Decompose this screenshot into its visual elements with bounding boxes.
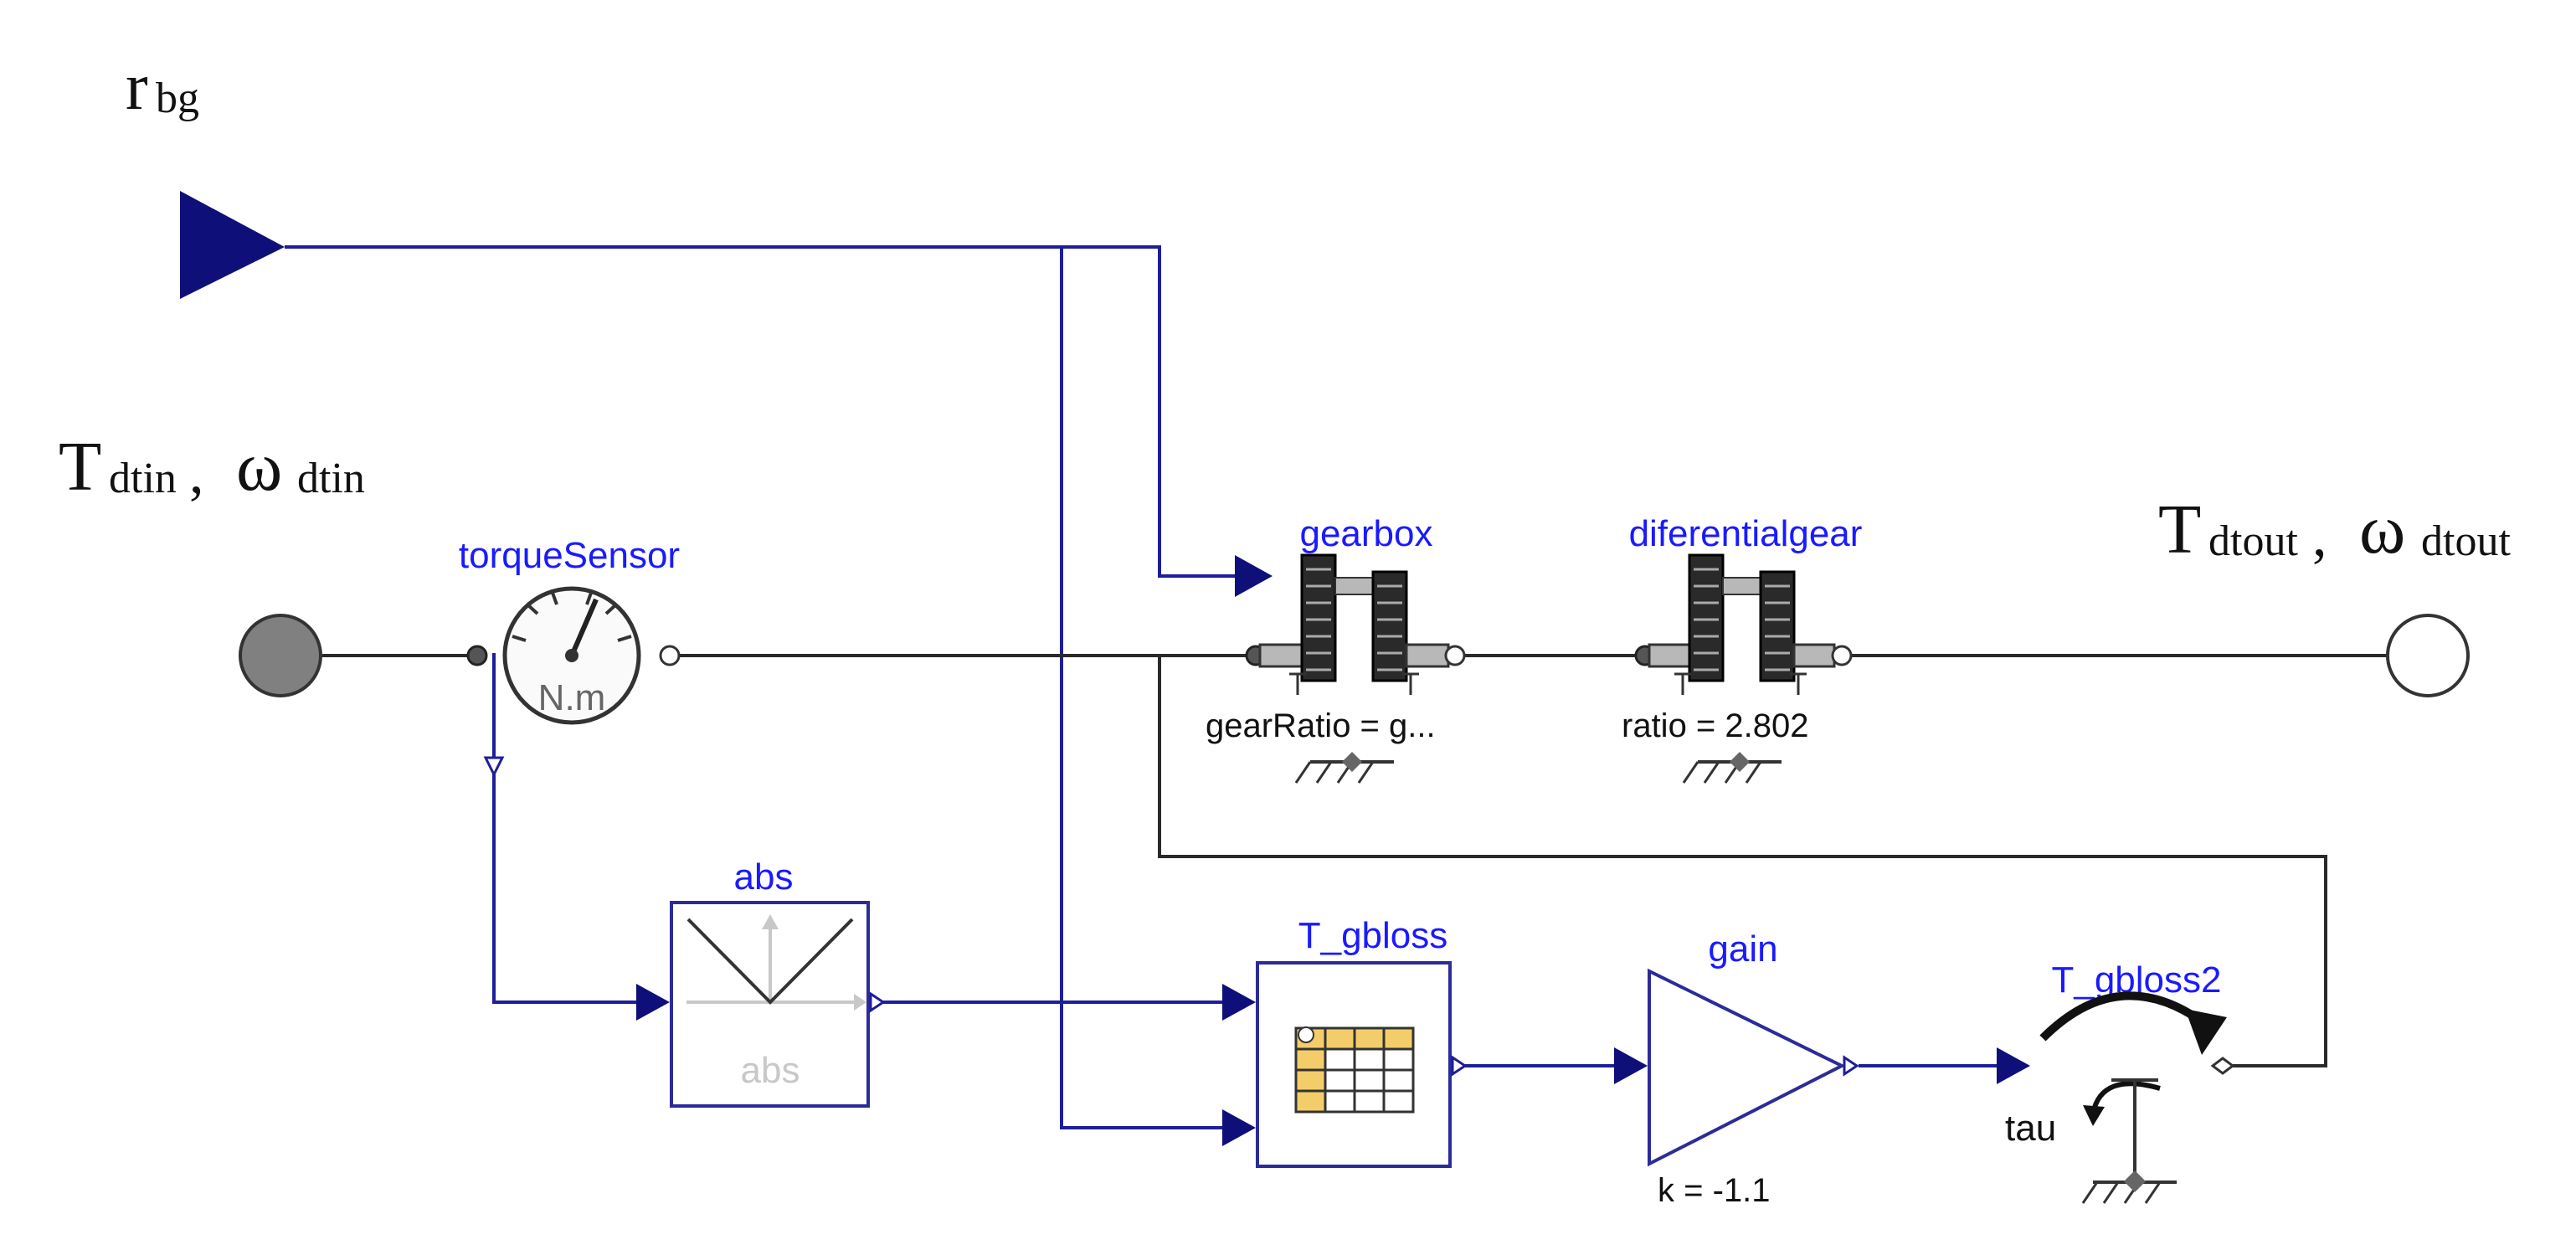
output-omega-main: ω bbox=[2359, 491, 2405, 568]
torque-reaction-arrowhead bbox=[2083, 1105, 2105, 1126]
abs-label: abs bbox=[734, 856, 794, 898]
input-omega-main: ω bbox=[236, 428, 282, 506]
sensor-left-port[interactable] bbox=[466, 645, 488, 666]
signal-wires bbox=[285, 245, 1997, 1129]
gain-label: gain bbox=[1708, 928, 1777, 970]
abs-y-axis-arrow bbox=[762, 914, 779, 929]
output-separator: , bbox=[2312, 504, 2327, 568]
output-torque-sub: dtout bbox=[2208, 517, 2298, 565]
rbg-label: r bg bbox=[126, 50, 199, 124]
differential-gear-block[interactable]: diferentialgear ratio = 2.802 bbox=[1622, 513, 1863, 784]
differential-left-teeth bbox=[1694, 568, 1719, 671]
differential-right-port[interactable] bbox=[1831, 645, 1853, 666]
sensor-right-port[interactable] bbox=[659, 645, 681, 666]
gearbox-ratio-input-arrow[interactable] bbox=[1235, 555, 1273, 597]
gearbox-bearing-icons bbox=[1289, 672, 1419, 695]
gearbox-mid-shaft bbox=[1334, 577, 1374, 595]
gauge-unit: N.m bbox=[538, 677, 606, 718]
input-label: T dtin , ω dtin bbox=[59, 428, 365, 506]
differential-gear-right-icon bbox=[1759, 570, 1796, 682]
gauge-hub bbox=[565, 649, 578, 662]
differential-left-shaft bbox=[1648, 643, 1691, 668]
gain-input-arrow[interactable] bbox=[1614, 1047, 1648, 1084]
gearbox-block[interactable]: gearbox gearRatio = g... bbox=[1206, 513, 1466, 784]
input-omega-sub: dtin bbox=[297, 455, 365, 502]
torque-sensor-label: torqueSensor bbox=[459, 535, 680, 576]
abs-inner-text: abs bbox=[741, 1050, 800, 1091]
sensor-to-abs-wire[interactable] bbox=[492, 653, 636, 1004]
gain-param: k = -1.1 bbox=[1658, 1172, 1771, 1209]
output-label: T dtout , ω dtout bbox=[2158, 491, 2511, 568]
gearbox-left-shaft bbox=[1258, 643, 1303, 668]
input-flange-icon[interactable] bbox=[239, 614, 322, 697]
torque-feedback-shaft[interactable] bbox=[1158, 656, 2327, 1067]
gear-right-icon bbox=[1371, 570, 1408, 682]
gearbox-label: gearbox bbox=[1299, 513, 1432, 554]
torque-sensor[interactable]: torqueSensor N.m bbox=[459, 535, 681, 778]
input-separator: , bbox=[189, 441, 204, 506]
differential-param: ratio = 2.802 bbox=[1622, 707, 1809, 744]
gauge-needle bbox=[569, 598, 599, 657]
gearbox-right-port[interactable] bbox=[1444, 645, 1466, 666]
output-torque-main: T bbox=[2158, 491, 2201, 568]
sensor-output-port[interactable] bbox=[483, 756, 505, 778]
table-output-port[interactable] bbox=[1451, 1055, 1468, 1077]
torque-flange-port[interactable] bbox=[2210, 1057, 2235, 1075]
gear-right-teeth bbox=[1377, 584, 1402, 671]
table-input1-arrow[interactable] bbox=[1222, 984, 1256, 1021]
rbg-input-arrow[interactable] bbox=[180, 191, 285, 299]
table-grid-icon bbox=[1294, 1026, 1415, 1114]
input-torque-sub: dtin bbox=[109, 455, 177, 502]
abs-output-port[interactable] bbox=[869, 991, 886, 1013]
gear-left-teeth bbox=[1306, 568, 1331, 671]
rbg-sub: bg bbox=[156, 75, 199, 122]
torque-source-block[interactable]: T_gbloss2 tau bbox=[1997, 959, 2235, 1204]
input-torque-main: T bbox=[59, 428, 101, 506]
torque-arc-arrowhead bbox=[2185, 1009, 2227, 1055]
gearbox-param: gearRatio = g... bbox=[1206, 707, 1436, 744]
abs-input-arrow[interactable] bbox=[636, 984, 670, 1021]
abs-block[interactable]: abs abs bbox=[636, 856, 886, 1108]
gain-triangle-icon bbox=[1648, 968, 1846, 1167]
table-block[interactable]: T_gbloss bbox=[1222, 915, 1468, 1168]
gearbox-ground-icon bbox=[1294, 752, 1394, 784]
torque-tau-label: tau bbox=[2005, 1108, 2056, 1149]
abs-curve-icon bbox=[686, 918, 854, 1005]
differential-bearing-icons bbox=[1674, 672, 1807, 695]
rbg-to-gearbox-wire[interactable] bbox=[285, 245, 1235, 578]
differential-gear-label: diferentialgear bbox=[1629, 513, 1863, 554]
output-flange-icon[interactable] bbox=[2386, 614, 2470, 697]
torque-reaction-arc-icon bbox=[2090, 1081, 2161, 1114]
differential-right-shaft bbox=[1792, 643, 1836, 668]
gearbox-right-shaft bbox=[1405, 643, 1450, 668]
torque-ground-icon bbox=[2081, 1170, 2177, 1204]
torque-input-arrow[interactable] bbox=[1997, 1047, 2030, 1084]
gain-block[interactable]: gain k = -1.1 bbox=[1614, 928, 1859, 1209]
abs-x-axis-arrow bbox=[854, 994, 866, 1011]
differential-gear-left-icon bbox=[1688, 553, 1725, 682]
rbg-main: r bbox=[126, 50, 148, 124]
differential-right-teeth bbox=[1765, 584, 1790, 671]
rbg-to-table-wire[interactable] bbox=[1060, 247, 1222, 1129]
mechanical-wires bbox=[322, 654, 2390, 1067]
differential-mid-shaft bbox=[1722, 577, 1761, 595]
gear-left-icon bbox=[1300, 553, 1337, 682]
torque-arc-icon bbox=[2039, 991, 2204, 1042]
table-input2-arrow[interactable] bbox=[1222, 1109, 1256, 1146]
gauge-ticks bbox=[512, 592, 632, 642]
gain-output-port[interactable] bbox=[1843, 1055, 1859, 1077]
differential-ground-icon bbox=[1682, 752, 1782, 784]
table-label: T_gbloss bbox=[1298, 915, 1448, 956]
output-omega-sub: dtout bbox=[2421, 517, 2511, 565]
